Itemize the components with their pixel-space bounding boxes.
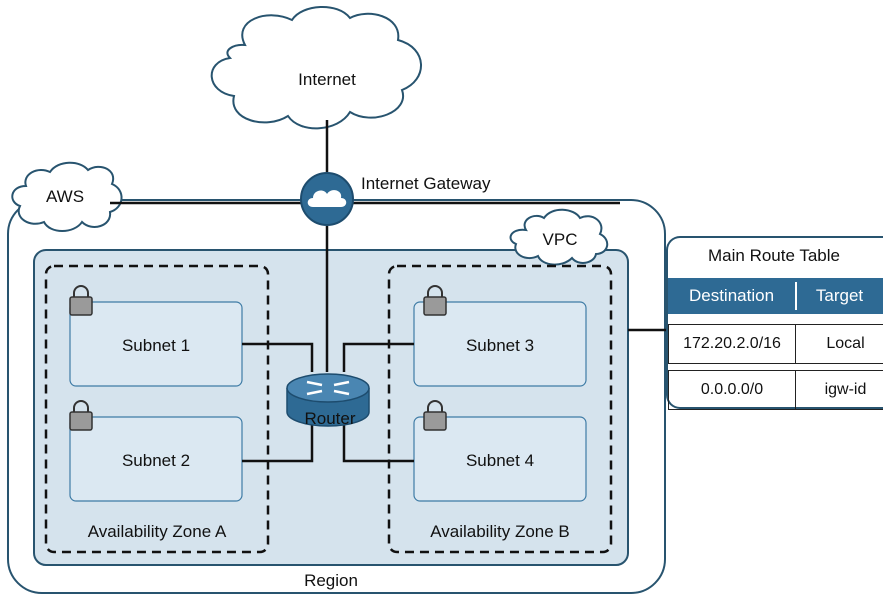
route-row: 172.20.2.0/16 Local <box>668 324 883 364</box>
subnet-2-box <box>69 416 243 502</box>
header-divider <box>795 282 797 310</box>
internet-gateway-label: Internet Gateway <box>361 174 491 193</box>
internet-cloud <box>210 5 422 130</box>
internet-label: Internet <box>298 70 356 89</box>
availability-zone-b-box <box>387 264 613 554</box>
route-table-title: Main Route Table <box>708 246 840 265</box>
region-label: Region <box>304 571 358 590</box>
availability-zone-a-label: Availability Zone A <box>87 522 227 541</box>
subnet-1-label: Subnet 1 <box>121 336 191 355</box>
lock-icon <box>423 400 447 431</box>
subnet-2-label: Subnet 2 <box>121 451 191 470</box>
subnet-4-label: Subnet 4 <box>465 451 535 470</box>
vpc-label: VPC <box>542 230 578 249</box>
vpc-cloud <box>509 208 609 266</box>
route-target: Local <box>795 324 883 364</box>
connection-lines <box>110 120 668 463</box>
route-table-header: Destination Target <box>668 278 883 314</box>
lock-icon <box>69 285 93 316</box>
availability-zone-b-label: Availability Zone B <box>430 522 570 541</box>
internet-gateway-icon <box>300 172 354 226</box>
route-destination: 172.20.2.0/16 <box>668 324 796 364</box>
destination-header: Destination <box>688 286 775 305</box>
lock-icon <box>69 400 93 431</box>
aws-cloud <box>11 161 123 232</box>
route-target: igw-id <box>795 370 883 410</box>
subnet-3-label: Subnet 3 <box>465 336 535 355</box>
aws-label: AWS <box>45 187 85 206</box>
target-header: Target <box>815 286 864 305</box>
subnet-4-box <box>413 416 587 502</box>
lock-icon <box>423 285 447 316</box>
route-destination: 0.0.0.0/0 <box>668 370 796 410</box>
main-route-table: Main Route Table Destination Target 172.… <box>666 236 883 410</box>
router-label: Router <box>304 409 356 428</box>
router-icon <box>286 373 370 427</box>
availability-zone-a-box <box>44 264 270 554</box>
route-row: 0.0.0.0/0 igw-id <box>668 370 883 410</box>
